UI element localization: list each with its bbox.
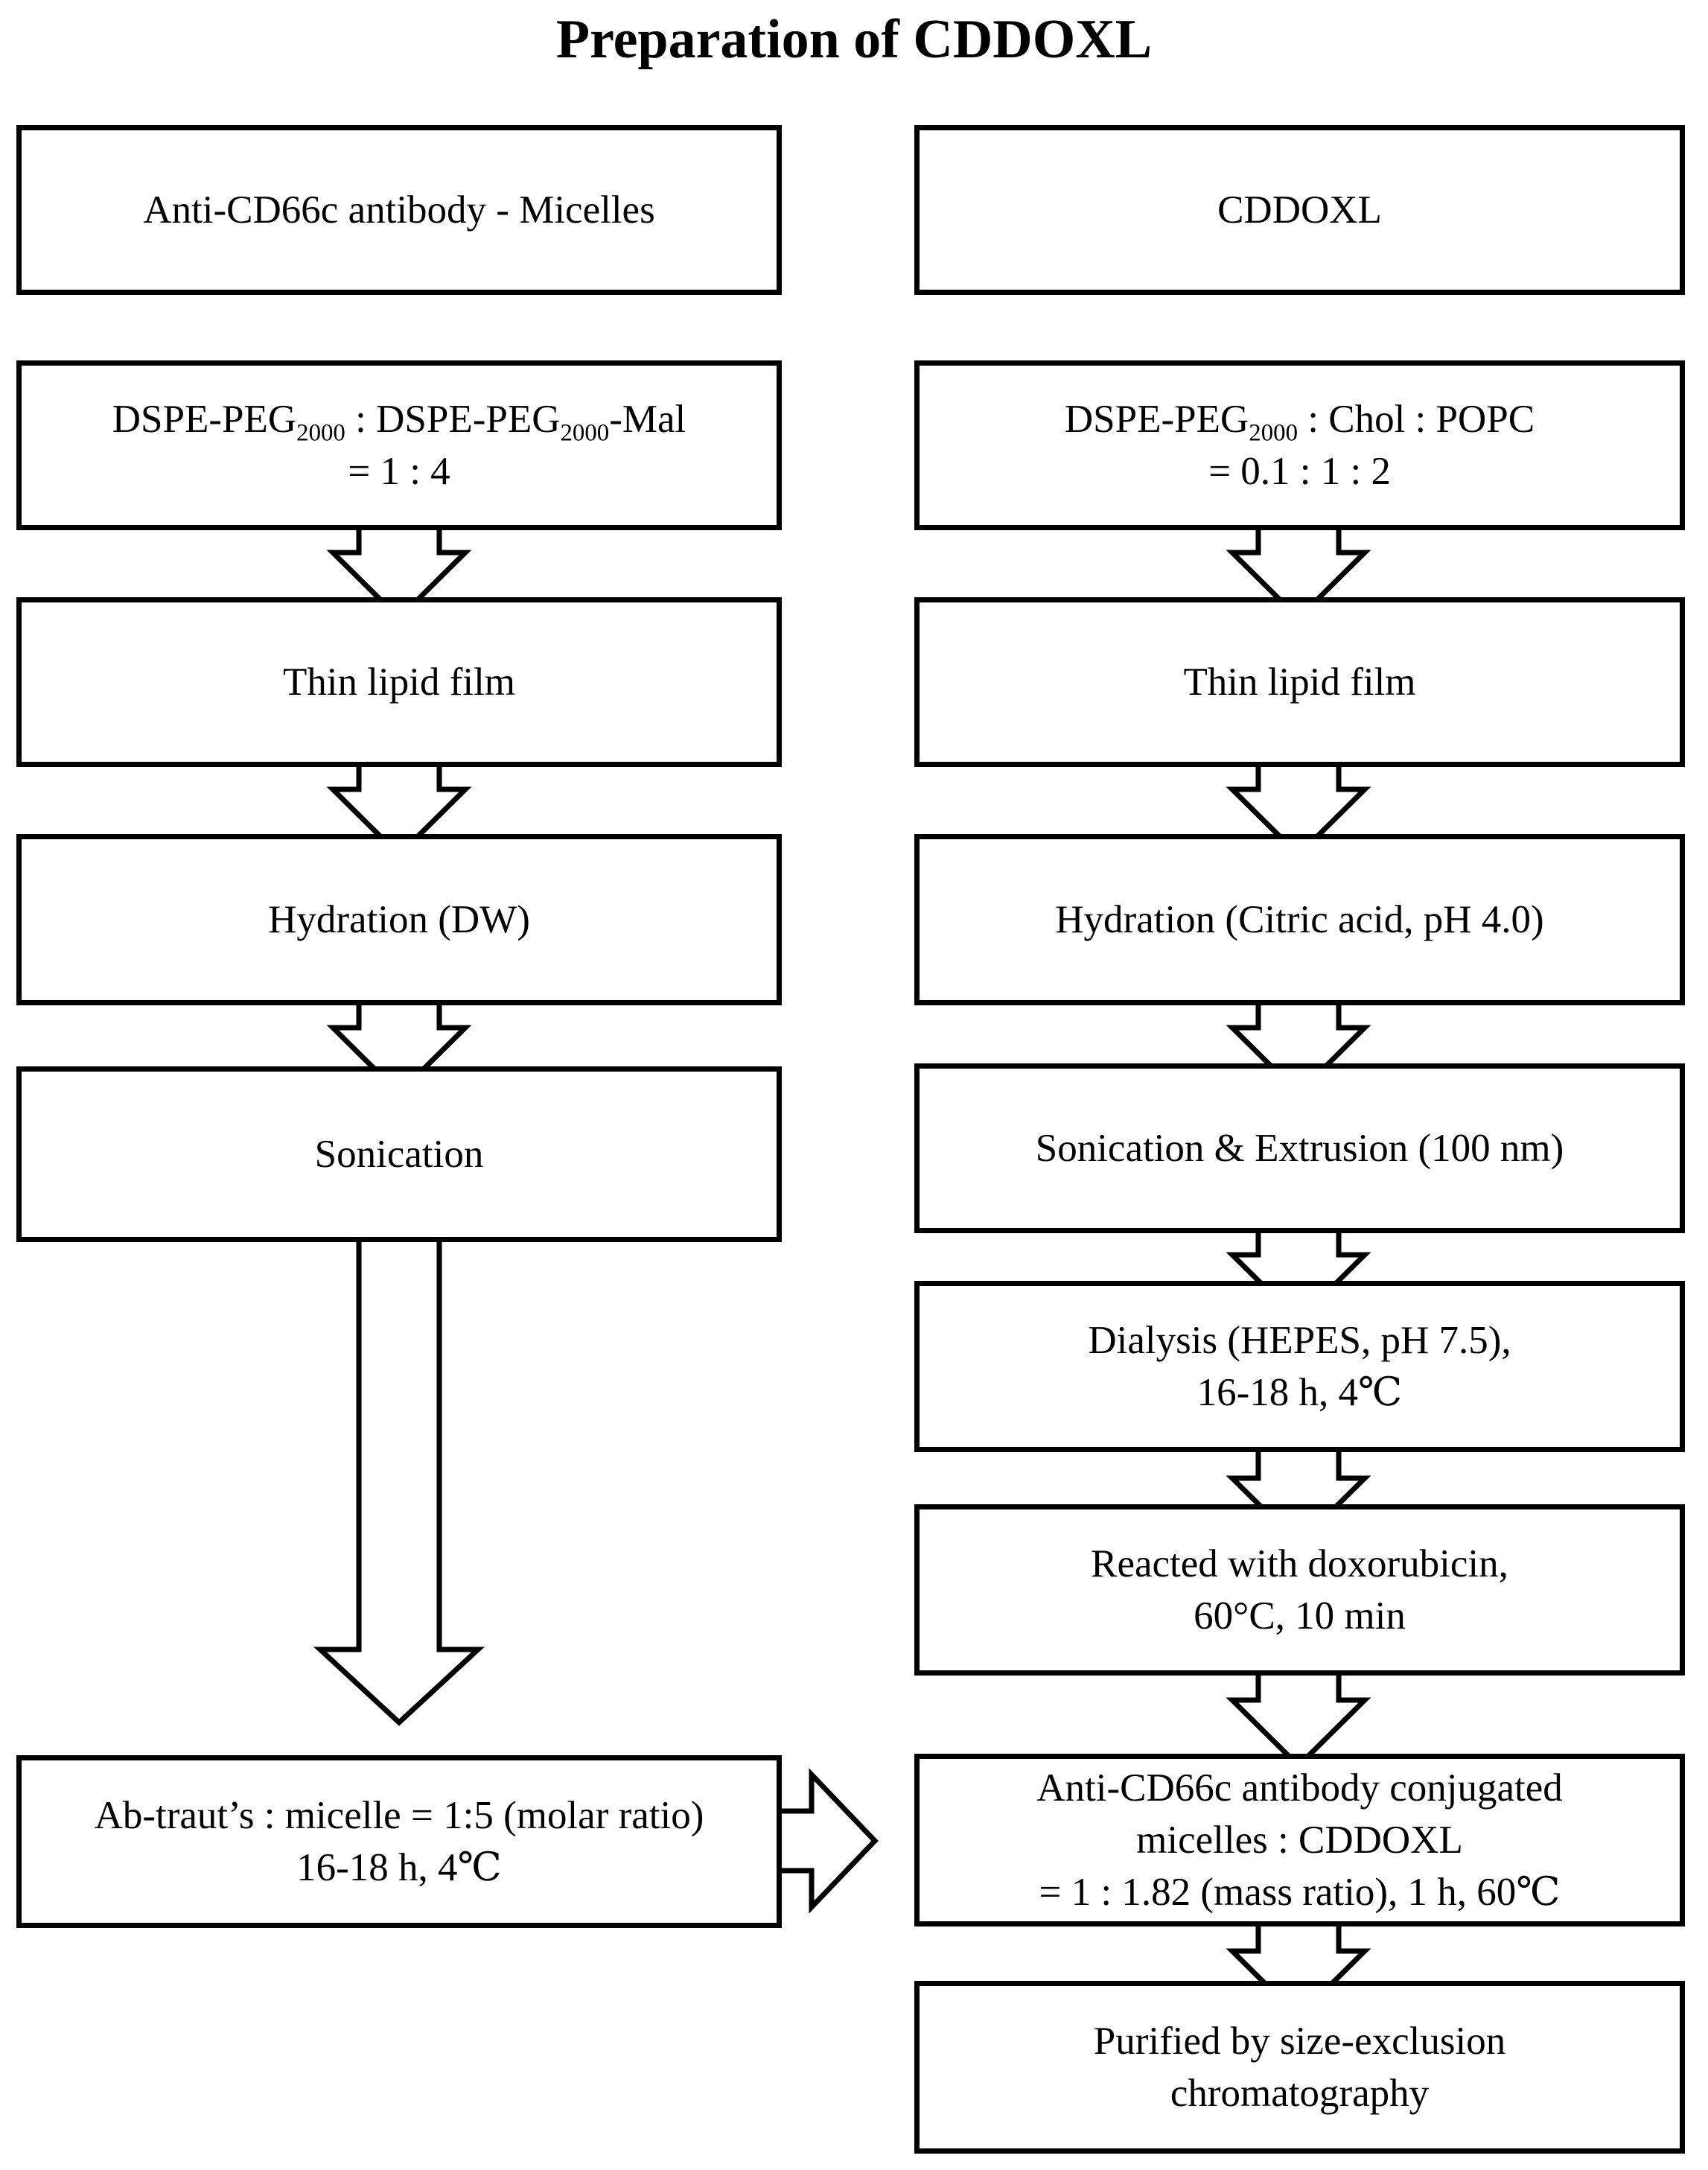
right-lipid-composition: DSPE-PEG2000 : Chol : POPC xyxy=(1064,398,1535,447)
right-header-text: CDDOXL xyxy=(1217,188,1382,232)
right-lipid-ratio: = 0.1 : 1 : 2 xyxy=(1208,450,1391,493)
right-sonication-box: Sonication & Extrusion (100 nm) xyxy=(914,1063,1685,1233)
right-combine-line3: = 1 : 1.82 (mass ratio), 1 h, 60℃ xyxy=(1039,1871,1561,1914)
left-film-text: Thin lipid film xyxy=(282,661,516,704)
left-hydration-text: Hydration (DW) xyxy=(268,898,530,941)
left-sonication-text: Sonication xyxy=(314,1133,484,1176)
left-conjugation-box: Ab-traut’s : micelle = 1:5 (molar ratio)… xyxy=(16,1755,782,1928)
arrow-left-to-right xyxy=(775,1768,879,1914)
left-header-box: Anti-CD66c antibody - Micelles xyxy=(16,125,782,295)
left-hydration-box: Hydration (DW) xyxy=(16,834,782,1005)
right-purify-box: Purified by size-exclusion chromatograph… xyxy=(914,1981,1685,2154)
right-doxorubicin-line2: 60°C, 10 min xyxy=(1194,1594,1406,1638)
diagram-title: Preparation of CDDOXL xyxy=(555,9,1153,70)
arrow-left-long xyxy=(313,1229,485,1726)
left-conjugation-line2: 16-18 h, 4℃ xyxy=(296,1846,502,1889)
left-lipid-ratio: = 1 : 4 xyxy=(348,450,450,493)
right-dialysis-line2: 16-18 h, 4℃ xyxy=(1196,1371,1403,1414)
right-hydration-text: Hydration (Citric acid, pH 4.0) xyxy=(1055,898,1544,941)
right-combine-box: Anti-CD66c antibody conjugated micelles … xyxy=(914,1754,1685,1926)
left-lipid-composition: DSPE-PEG2000 : DSPE-PEG2000-Mal xyxy=(112,398,686,447)
right-hydration-box: Hydration (Citric acid, pH 4.0) xyxy=(914,834,1685,1005)
right-lipid-ratio-box: DSPE-PEG2000 : Chol : POPC = 0.1 : 1 : 2 xyxy=(914,360,1685,530)
left-conjugation-line1: Ab-traut’s : micelle = 1:5 (molar ratio) xyxy=(94,1794,704,1837)
right-header-box: CDDOXL xyxy=(914,125,1685,295)
left-lipid-ratio-box: DSPE-PEG2000 : DSPE-PEG2000-Mal = 1 : 4 xyxy=(16,360,782,530)
right-combine-line1: Anti-CD66c antibody conjugated xyxy=(1036,1766,1563,1810)
right-film-box: Thin lipid film xyxy=(914,597,1685,767)
right-doxorubicin-box: Reacted with doxorubicin, 60°C, 10 min xyxy=(914,1504,1685,1676)
right-purify-line1: Purified by size-exclusion xyxy=(1093,2020,1506,2063)
right-sonication-text: Sonication & Extrusion (100 nm) xyxy=(1035,1127,1564,1170)
arrow-right-6 xyxy=(1226,1665,1371,1769)
right-film-text: Thin lipid film xyxy=(1183,661,1416,704)
left-film-box: Thin lipid film xyxy=(16,597,782,767)
right-dialysis-line1: Dialysis (HEPES, pH 7.5), xyxy=(1088,1319,1511,1362)
left-header-text: Anti-CD66c antibody - Micelles xyxy=(143,188,655,232)
right-dialysis-box: Dialysis (HEPES, pH 7.5), 16-18 h, 4℃ xyxy=(914,1281,1685,1452)
right-combine-line2: micelles : CDDOXL xyxy=(1136,1819,1463,1862)
right-purify-line2: chromatography xyxy=(1170,2072,1430,2115)
right-doxorubicin-line1: Reacted with doxorubicin, xyxy=(1091,1542,1508,1585)
left-sonication-box: Sonication xyxy=(16,1066,782,1242)
